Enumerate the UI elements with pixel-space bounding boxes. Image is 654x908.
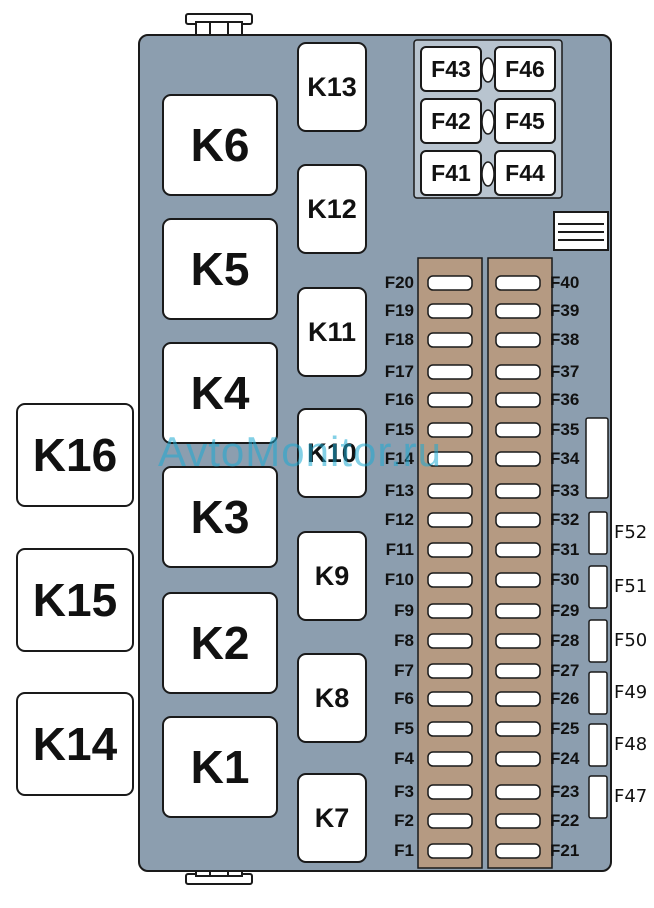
relay-k8: K8: [297, 653, 367, 743]
relay-k3: K3: [162, 466, 278, 568]
fuse-label-f7: F7: [394, 661, 414, 680]
relay-k2: K2: [162, 592, 278, 694]
fuse-label-f16: F16: [384, 390, 414, 409]
fuse-label-f4: F4: [394, 749, 414, 768]
top-fuse-f41: F41: [420, 150, 482, 196]
relay-k5: K5: [162, 218, 278, 320]
fuse-label-f28: F28: [550, 631, 580, 650]
relay-k15: K15: [16, 548, 134, 652]
fuse-label-f39: F39: [550, 301, 580, 320]
fuse-label-f32: F32: [550, 510, 580, 529]
fuse-label-f26: F26: [550, 689, 580, 708]
relay-k4: K4: [162, 342, 278, 444]
fuse-label-f22: F22: [550, 811, 580, 830]
fuse-label-f11: F11: [385, 540, 414, 559]
fuse-label-f21: F21: [550, 841, 580, 860]
fuse-label-f30: F30: [550, 570, 580, 589]
side-fuse-label-f50: F50: [614, 630, 648, 651]
fuse-label-f24: F24: [550, 749, 580, 768]
relay-k16: K16: [16, 403, 134, 507]
fuse-label-f13: F13: [384, 481, 414, 500]
top-fuse-f42: F42: [420, 98, 482, 144]
fuse-label-f14: F14: [384, 449, 414, 468]
fuse-label-f38: F38: [550, 330, 580, 349]
relay-k9: K9: [297, 531, 367, 621]
watermark: AvtoMonitor.ru: [158, 428, 443, 475]
top-fuse-f44: F44: [494, 150, 556, 196]
relay-k1: K1: [162, 716, 278, 818]
fuse-label-f17: F17: [384, 362, 414, 381]
fuse-label-f29: F29: [550, 601, 580, 620]
relay-k13: K13: [297, 42, 367, 132]
fuse-label-f33: F33: [550, 481, 580, 500]
fuse-label-f20: F20: [384, 273, 414, 292]
fuse-label-f37: F37: [550, 362, 580, 381]
side-fuse-label-f49: F49: [614, 682, 648, 703]
fuse-label-f23: F23: [550, 782, 580, 801]
side-fuse-label-f51: F51: [614, 576, 648, 597]
fuse-label-f18: F18: [384, 330, 414, 349]
relay-k11: K11: [297, 287, 367, 377]
fuse-label-f31: F31: [550, 540, 580, 559]
side-fuse-label-f52: F52: [614, 522, 648, 543]
fuse-label-f2: F2: [394, 811, 414, 830]
fuse-label-f12: F12: [384, 510, 414, 529]
relay-k7: K7: [297, 773, 367, 863]
top-fuse-f43: F43: [420, 46, 482, 92]
side-fuse-label-f47: F47: [614, 786, 648, 807]
relay-k12: K12: [297, 164, 367, 254]
fuse-label-f6: F6: [394, 689, 414, 708]
top-fuse-f46: F46: [494, 46, 556, 92]
side-fuse-label-f48: F48: [614, 734, 648, 755]
fuse-label-f35: F35: [550, 420, 580, 439]
fuse-label-f3: F3: [394, 782, 414, 801]
relay-k14: K14: [16, 692, 134, 796]
fuse-label-f10: F10: [384, 570, 414, 589]
relay-k10: K10: [297, 408, 367, 498]
fuse-label-f25: F25: [550, 719, 580, 738]
fuse-label-f27: F27: [550, 661, 580, 680]
fuse-label-f40: F40: [550, 273, 580, 292]
fuse-label-f8: F8: [394, 631, 414, 650]
fuse-label-f36: F36: [550, 390, 580, 409]
fuse-label-f5: F5: [394, 719, 414, 738]
fuse-label-f15: F15: [384, 420, 414, 439]
top-fuse-f45: F45: [494, 98, 556, 144]
fuse-label-f34: F34: [550, 449, 580, 468]
fuse-label-f9: F9: [394, 601, 414, 620]
fuse-label-f1: F1: [394, 841, 414, 860]
fuse-label-f19: F19: [384, 301, 414, 320]
relay-k6: K6: [162, 94, 278, 196]
